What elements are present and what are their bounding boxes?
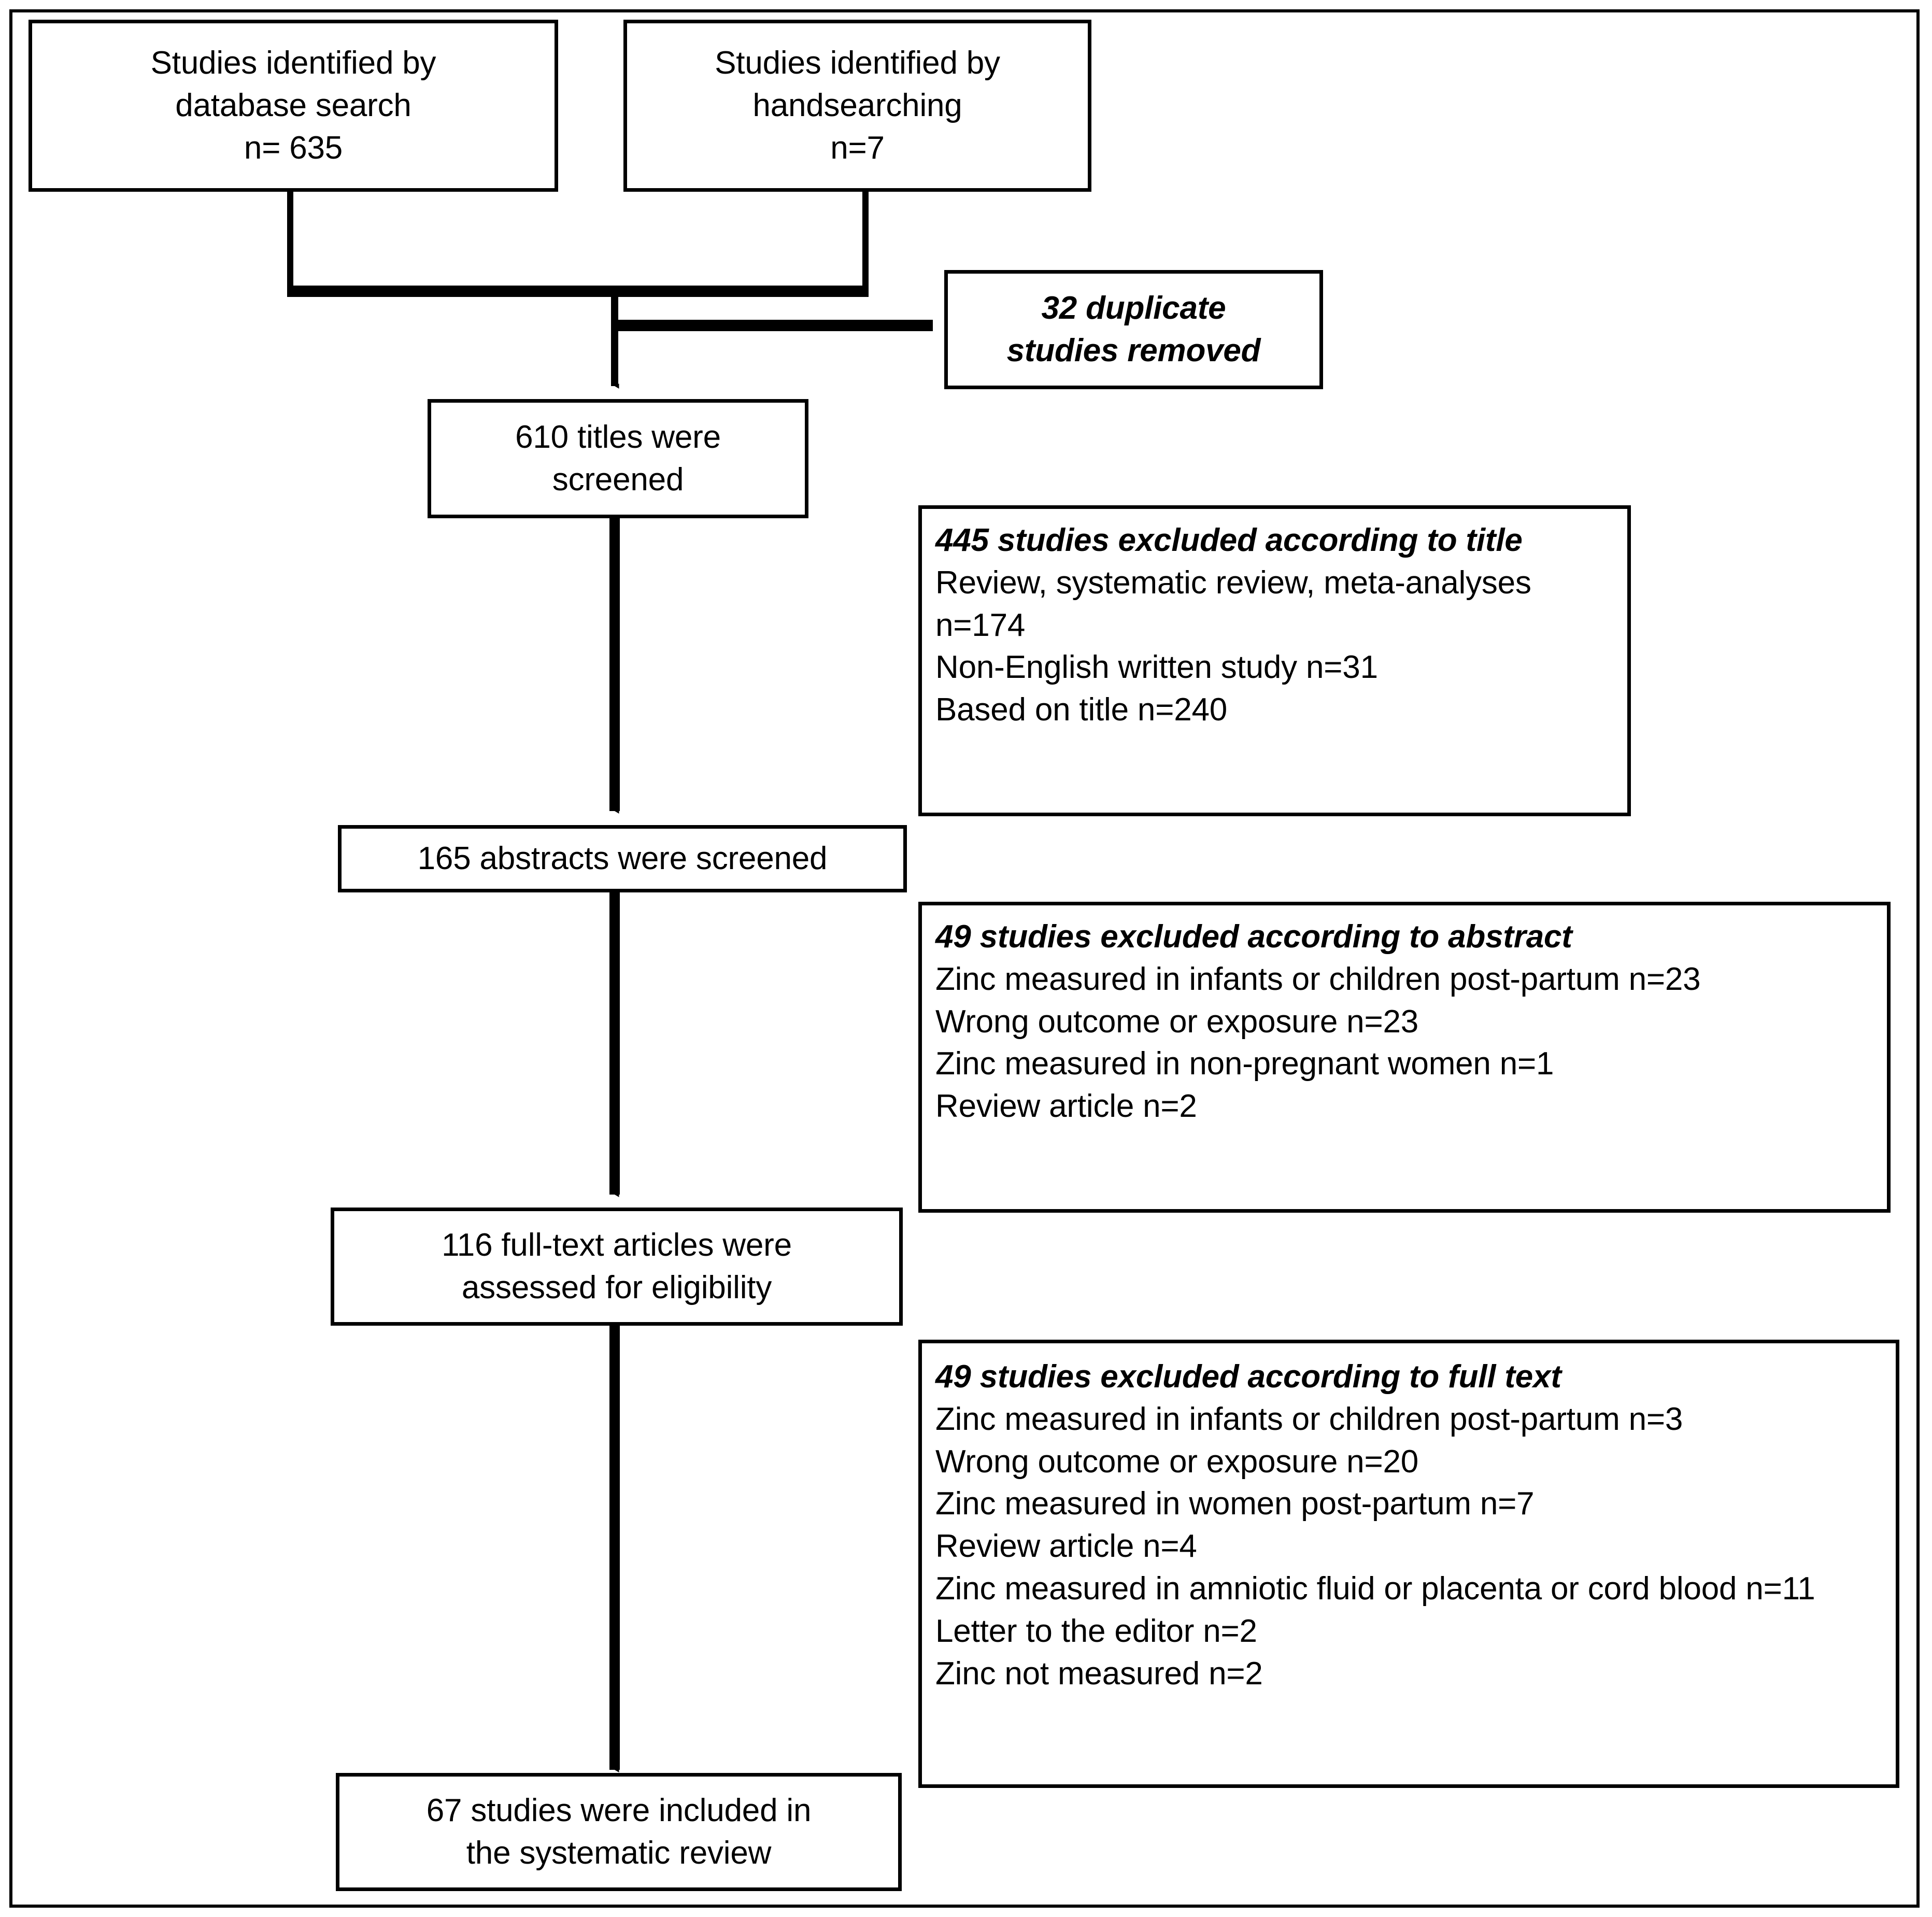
source-handsearch-line-2: handsearching (752, 88, 962, 124)
excluded-title-reason-1: Review, systematic review, meta-analyses… (935, 564, 1531, 643)
node-source-handsearching: Studies identified by handsearching n=7 (623, 20, 1091, 192)
excluded-abstract-reason-4: Review article n=2 (935, 1088, 1197, 1125)
fulltext-assessed-line-2: assessed for eligibility (461, 1270, 772, 1305)
excluded-fulltext-reason-6: Letter to the editor n=2 (935, 1613, 1257, 1649)
node-excluded-by-abstract: 49 studies excluded according to abstrac… (918, 902, 1891, 1213)
node-titles-screened: 610 titles were screened (428, 399, 808, 518)
node-fulltext-assessed: 116 full-text articles were assessed for… (331, 1208, 903, 1326)
source-handsearch-line-1: Studies identified by (715, 45, 1000, 81)
duplicates-line-1: 32 duplicate (1041, 290, 1226, 326)
fulltext-assessed-line-1: 116 full-text articles were (442, 1227, 792, 1263)
excluded-fulltext-reason-4: Review article n=4 (935, 1528, 1197, 1565)
node-abstracts-screened: 165 abstracts were screened (338, 825, 907, 892)
source-database-line-2: database search (175, 88, 411, 124)
source-database-line-1: Studies identified by (150, 45, 436, 81)
node-source-database-search: Studies identified by database search n=… (29, 20, 558, 192)
excluded-fulltext-reason-2: Wrong outcome or exposure n=20 (935, 1443, 1419, 1480)
node-studies-included: 67 studies were included in the systemat… (336, 1773, 902, 1891)
included-line-2: the systematic review (466, 1835, 772, 1871)
duplicates-line-2: studies removed (1006, 333, 1261, 368)
excluded-fulltext-heading: 49 studies excluded according to full te… (935, 1359, 1561, 1395)
included-line-1: 67 studies were included in (426, 1793, 812, 1829)
source-database-count: n= 635 (244, 130, 343, 166)
titles-screened-line-2: screened (552, 462, 684, 498)
source-handsearch-count: n=7 (830, 130, 885, 166)
excluded-abstract-heading: 49 studies excluded according to abstrac… (935, 919, 1572, 955)
node-excluded-by-title: 445 studies excluded according to title … (918, 505, 1631, 816)
excluded-fulltext-reason-1: Zinc measured in infants or children pos… (935, 1401, 1683, 1437)
node-excluded-by-fulltext: 49 studies excluded according to full te… (918, 1340, 1899, 1788)
node-duplicates-removed: 32 duplicate studies removed (944, 270, 1323, 389)
excluded-fulltext-reason-7: Zinc not measured n=2 (935, 1655, 1263, 1692)
excluded-abstract-reason-2: Wrong outcome or exposure n=23 (935, 1003, 1419, 1040)
excluded-fulltext-reason-3: Zinc measured in women post-partum n=7 (935, 1486, 1535, 1522)
excluded-title-reason-2: Non-English written study n=31 (935, 649, 1378, 686)
abstracts-screened-line-1: 165 abstracts were screened (417, 841, 828, 877)
excluded-abstract-reason-1: Zinc measured in infants or children pos… (935, 961, 1701, 997)
titles-screened-line-1: 610 titles were (515, 419, 721, 456)
excluded-title-heading: 445 studies excluded according to title (935, 522, 1523, 558)
excluded-title-reason-3: Based on title n=240 (935, 692, 1228, 728)
excluded-fulltext-reason-5: Zinc measured in amniotic fluid or place… (935, 1571, 1815, 1607)
excluded-abstract-reason-3: Zinc measured in non-pregnant women n=1 (935, 1046, 1554, 1082)
